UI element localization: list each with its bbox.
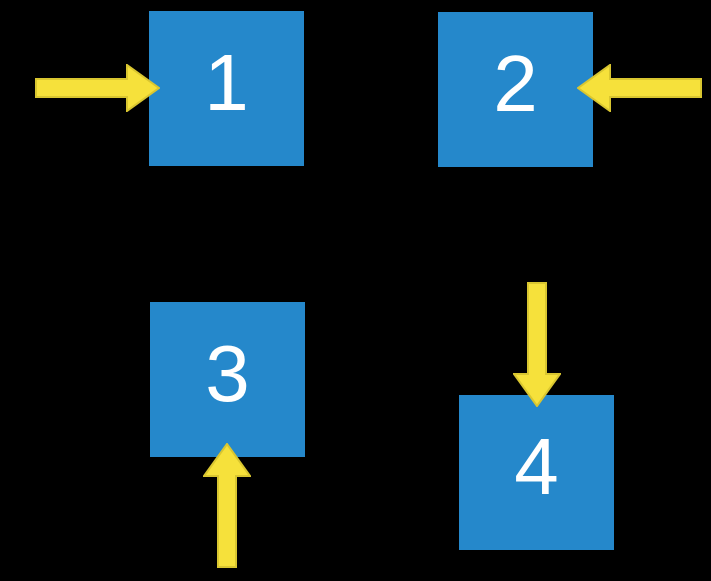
box-3-label: 3 [205,328,250,418]
box-2: 2 [438,12,593,167]
box-4-label: 4 [514,421,559,511]
box-4: 4 [459,395,614,550]
arrow-down-icon [513,282,561,407]
arrow-left-icon [577,64,702,112]
arrow-right-icon [35,64,160,112]
box-3: 3 [150,302,305,457]
box-1-label: 1 [204,37,249,127]
box-2-label: 2 [493,38,538,128]
box-1: 1 [149,11,304,166]
arrow-up-icon [203,443,251,568]
